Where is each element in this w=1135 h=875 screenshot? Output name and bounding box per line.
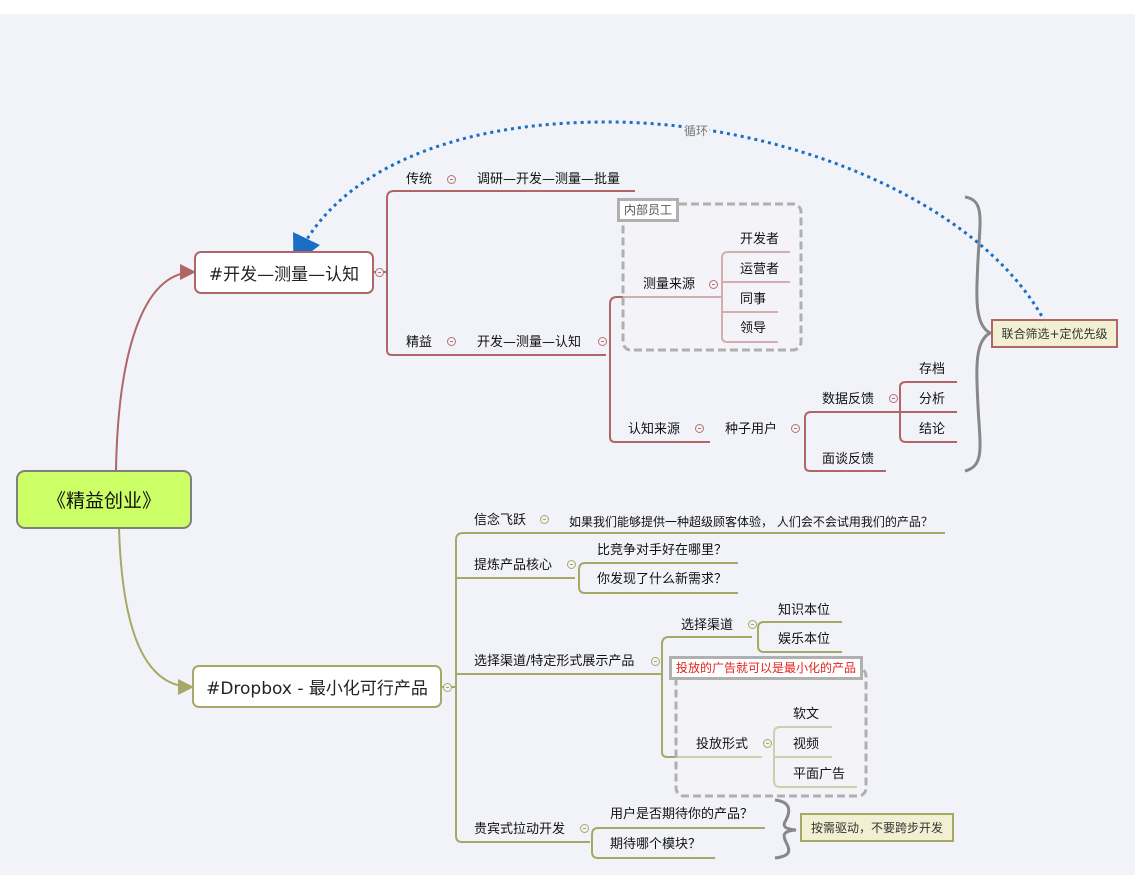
summary-brace-bottom [774, 798, 797, 860]
boundary-title-ad-mvp[interactable]: 投放的广告就可以是最小化的产品 [669, 656, 864, 680]
collapse-toggle[interactable] [443, 683, 452, 692]
topic-refine-core[interactable]: 提炼产品核心 [474, 558, 553, 573]
topic-seed-users[interactable]: 种子用户 [725, 422, 778, 437]
summary-joint-filter[interactable]: 联合筛选+定优先级 [991, 319, 1118, 348]
topic-build-measure-learn[interactable]: #开发—测量—认知 [194, 251, 374, 294]
relationship-loop-curve [293, 120, 1047, 323]
topic-knowledge-based[interactable]: 知识本位 [778, 603, 831, 618]
topic-soft-article[interactable]: 软文 [793, 707, 820, 722]
topic-delivery-form[interactable]: 投放形式 [696, 737, 749, 752]
top-bar [0, 0, 1135, 14]
topic-cognition-source[interactable]: 认知来源 [628, 422, 681, 437]
topic-measure-source[interactable]: 测量来源 [643, 277, 696, 292]
topic-colleague[interactable]: 同事 [740, 292, 767, 307]
root-topic[interactable]: 《精益创业》 [16, 470, 192, 529]
topic-leader[interactable]: 领导 [740, 321, 767, 336]
topic-lean[interactable]: 精益 [406, 335, 433, 350]
collapse-toggle[interactable] [748, 620, 757, 629]
topic-channel-form[interactable]: 选择渠道/特定形式展示产品 [474, 654, 635, 669]
collapse-toggle[interactable] [709, 280, 718, 289]
topic-developer[interactable]: 开发者 [740, 232, 780, 247]
collapse-toggle[interactable] [567, 560, 576, 569]
bottom-branch-lines [442, 532, 945, 859]
topic-leap-question[interactable]: 如果我们能够提供一种超级顾客体验， 人们会不会试用我们的产品？ [569, 515, 933, 529]
topic-leap-of-faith[interactable]: 信念飞跃 [474, 513, 527, 528]
topic-analysis[interactable]: 分析 [919, 392, 946, 407]
root-to-bottom-branch-connector [118, 528, 194, 695]
topic-vip-pull-development[interactable]: 贵宾式拉动开发 [474, 822, 566, 837]
collapse-toggle[interactable] [447, 337, 456, 346]
collapse-toggle[interactable] [447, 175, 456, 184]
topic-traditional[interactable]: 传统 [406, 172, 433, 187]
topic-new-needs[interactable]: 你发现了什么新需求？ [597, 572, 728, 587]
collapse-toggle[interactable] [375, 268, 384, 277]
summary-label: 按需驱动，不要跨步开发 [810, 821, 943, 835]
topic-traditional-process[interactable]: 调研—开发—测量—批量 [477, 172, 621, 187]
topic-print-ad[interactable]: 平面广告 [793, 767, 846, 782]
summary-on-demand[interactable]: 按需驱动，不要跨步开发 [800, 813, 954, 842]
topic-operator[interactable]: 运营者 [740, 262, 780, 277]
topic-which-module[interactable]: 期待哪个模块？ [610, 837, 702, 852]
relationship-label-loop[interactable]: 循环 [683, 122, 710, 139]
topic-label: #Dropbox - 最小化可行产品 [206, 679, 428, 699]
topic-label: #开发—测量—认知 [208, 265, 360, 285]
root-to-top-branch-connector [115, 264, 196, 471]
topic-interview-feedback[interactable]: 面谈反馈 [822, 452, 875, 467]
topic-video[interactable]: 视频 [793, 737, 820, 752]
collapse-toggle[interactable] [791, 424, 800, 433]
collapse-toggle[interactable] [889, 394, 898, 403]
topic-user-expectation[interactable]: 用户是否期待你的产品？ [610, 807, 754, 822]
collapse-toggle[interactable] [540, 515, 549, 524]
topic-lean-process[interactable]: 开发—测量—认知 [477, 335, 582, 350]
collapse-toggle[interactable] [580, 824, 589, 833]
topic-archive[interactable]: 存档 [919, 362, 946, 377]
collapse-toggle[interactable] [598, 337, 607, 346]
topic-conclusion[interactable]: 结论 [919, 422, 946, 437]
boundary-title-internal-staff[interactable]: 内部员工 [617, 198, 680, 222]
summary-brace-top [964, 195, 994, 473]
topic-better-than-competitors[interactable]: 比竞争对手好在哪里？ [597, 543, 728, 558]
topic-entertainment-based[interactable]: 娱乐本位 [778, 632, 831, 647]
summary-label: 联合筛选+定优先级 [1001, 327, 1108, 341]
collapse-toggle[interactable] [763, 739, 772, 748]
topic-data-feedback[interactable]: 数据反馈 [822, 392, 875, 407]
topic-select-channel[interactable]: 选择渠道 [681, 618, 734, 633]
collapse-toggle[interactable] [651, 657, 660, 666]
collapse-toggle[interactable] [695, 424, 704, 433]
boundary-title-label: 投放的广告就可以是最小化的产品 [676, 661, 857, 675]
root-topic-label: 《精益创业》 [46, 490, 161, 512]
topic-dropbox-mvp[interactable]: #Dropbox - 最小化可行产品 [192, 665, 442, 708]
boundary-internal-staff [621, 202, 803, 352]
